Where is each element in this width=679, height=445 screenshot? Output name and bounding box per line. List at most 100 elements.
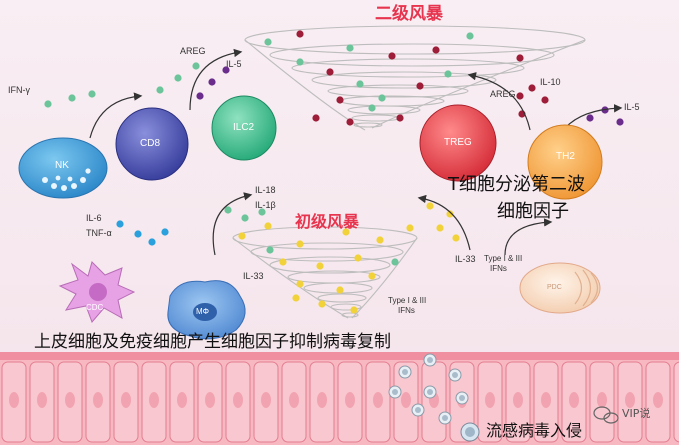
wechat-icon <box>593 406 619 424</box>
t-cell-caption-line1: T细胞分泌第二波 <box>448 174 585 195</box>
cytokine-dot <box>68 94 76 102</box>
treg-label: TREG <box>444 137 472 148</box>
cytokine-dot <box>192 62 200 70</box>
epithelial-nucleus <box>597 392 607 408</box>
cytokine-dot <box>116 220 124 228</box>
epithelial-nucleus <box>541 392 551 408</box>
cytokine-dot <box>452 234 460 242</box>
epithelial-nucleus <box>625 392 635 408</box>
cytokine-dot <box>376 236 384 244</box>
epithelial-nucleus <box>205 392 215 408</box>
virus-core <box>415 407 421 413</box>
cytokine-dot <box>388 52 396 60</box>
epithelial-nucleus <box>289 392 299 408</box>
epithelial-nucleus <box>37 392 47 408</box>
cytokine-dot <box>208 78 216 86</box>
epithelial-nucleus <box>9 392 19 408</box>
ifn-gamma-label: IFN-γ <box>8 85 30 95</box>
cdc-cell <box>58 261 136 323</box>
epithelial-nucleus <box>177 392 187 408</box>
virus-core <box>442 415 448 421</box>
primary-storm-tornado <box>232 226 418 319</box>
cytokine-dot <box>354 254 362 262</box>
cytokine-dot <box>222 66 230 74</box>
cytokine-dot <box>391 258 399 266</box>
il18-label: IL-18 <box>255 185 276 195</box>
cytokine-dot <box>279 258 287 266</box>
virus-core <box>452 372 458 378</box>
cytokine-dot <box>296 58 304 66</box>
cytokine-dot <box>258 208 266 216</box>
nk-label: NK <box>55 160 69 171</box>
secondary-storm-title: 二级风暴 <box>375 4 443 24</box>
il5-left-label: IL-5 <box>226 59 242 69</box>
cytokine-dot <box>134 230 142 238</box>
th2-label: TH2 <box>556 151 575 162</box>
il6-label: IL-6 <box>86 213 102 223</box>
pdc-label: PDC <box>547 284 562 291</box>
cytokine-dot <box>318 300 326 308</box>
nk-cell <box>18 137 108 199</box>
cytokine-dot <box>312 114 320 122</box>
cytokine-dot <box>368 272 376 280</box>
tnf-alpha-label: TNF-α <box>86 228 112 238</box>
cdc-label: CDC <box>86 303 104 312</box>
virus-core <box>427 357 433 363</box>
ilc2-cell <box>211 95 277 161</box>
cytokine-dot <box>241 214 249 222</box>
cytokine-dot <box>516 92 524 100</box>
ilc2-label: ILC2 <box>233 122 255 133</box>
cytokine-dot <box>296 280 304 288</box>
cytokine-dot <box>466 32 474 40</box>
epithelial-nucleus <box>261 392 271 408</box>
cytokine-dot <box>224 206 232 214</box>
cytokine-dot <box>238 232 246 240</box>
cytokine-dot <box>446 210 454 218</box>
cytokine-dot <box>296 240 304 248</box>
cytokine-dot <box>264 222 272 230</box>
cytokine-dot <box>336 286 344 294</box>
th2-cell <box>527 124 603 200</box>
type-ifn-right-line2: IFNs <box>490 264 507 273</box>
epithelial-nucleus <box>121 392 131 408</box>
il33-left-label: IL-33 <box>243 271 264 281</box>
virus-core <box>427 389 433 395</box>
cytokine-dot <box>346 44 354 52</box>
il10-label: IL-10 <box>540 77 561 87</box>
epithelial-nucleus <box>373 392 383 408</box>
cytokine-dot <box>406 224 414 232</box>
virus-particles <box>388 353 469 425</box>
type-ifn-right-line1: Type I & III <box>484 254 523 263</box>
cytokine-dot <box>432 46 440 54</box>
primary-storm-title: 初级风暴 <box>295 212 360 231</box>
treg-cell <box>419 104 497 182</box>
cytokine-dot <box>516 54 524 62</box>
areg-right-label: AREG <box>490 89 516 99</box>
epithelial-nucleus <box>513 392 523 408</box>
virus-legend-icon <box>460 422 480 442</box>
epithelial-nucleus <box>149 392 159 408</box>
cytokine-dot <box>292 294 300 302</box>
cytokine-dot <box>264 38 272 46</box>
epithelial-nucleus <box>65 392 75 408</box>
virus-legend-label: 流感病毒入侵 <box>486 421 583 440</box>
virus-core <box>459 395 465 401</box>
type-ifn-center-line2: IFNs <box>398 306 415 315</box>
cytokine-dot <box>266 246 274 254</box>
cytokine-dot <box>586 114 594 122</box>
cytokine-dot <box>378 94 386 102</box>
epithelial-nucleus <box>653 392 663 408</box>
cytokine-dot <box>444 70 452 78</box>
epithelial-nucleus <box>569 392 579 408</box>
epithelial-caption: 上皮细胞及免疫细胞产生细胞因子抑制病毒复制 <box>34 332 391 352</box>
cytokine-dot <box>346 118 354 126</box>
cytokine-dot <box>316 262 324 270</box>
cytokine-dot <box>156 86 164 94</box>
epithelial-nucleus <box>345 392 355 408</box>
cytokine-dot <box>356 80 364 88</box>
cytokine-dot <box>336 96 344 104</box>
epithelial-nucleus <box>401 392 411 408</box>
virus-core <box>392 389 398 395</box>
